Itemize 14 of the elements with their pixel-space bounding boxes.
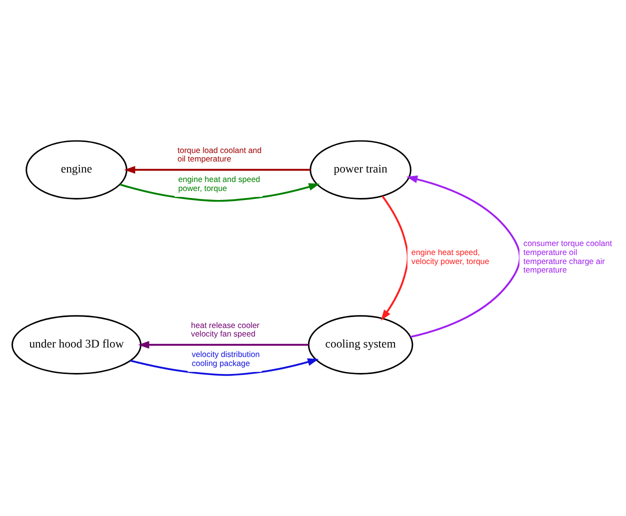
arrow bbox=[130, 358, 319, 376]
node-ellipse: under hood 3D flow bbox=[12, 315, 142, 374]
node-ellipse: engine bbox=[26, 140, 128, 200]
edge-label: torque load coolant and oil temperature bbox=[178, 146, 262, 164]
arrow bbox=[138, 340, 308, 349]
edge-label: engine heat and speed power, torque bbox=[178, 175, 260, 193]
edge-label: heat release cooler velocity fan speed bbox=[191, 320, 260, 339]
arrow bbox=[120, 183, 320, 202]
arrow bbox=[124, 166, 310, 174]
edge-label: consumer torque coolant temperature oil temperature charge air temperature bbox=[523, 239, 612, 275]
arrow bbox=[380, 196, 409, 321]
node-ellipse: power train bbox=[310, 140, 412, 200]
edge-label: velocity distribution cooling package bbox=[192, 350, 260, 368]
edge-label: engine heat speed, velocity power, torque bbox=[411, 248, 490, 266]
